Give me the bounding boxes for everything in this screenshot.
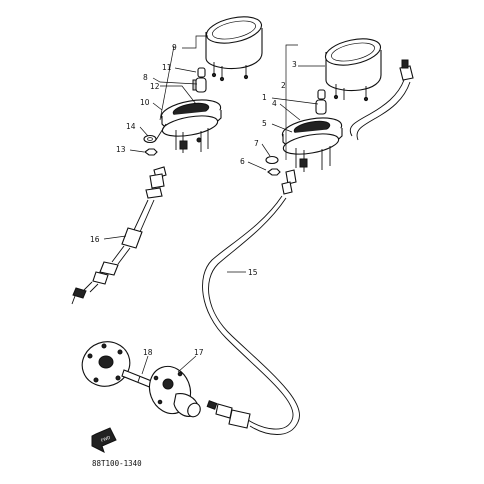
front-arrow-label: FWD — [100, 435, 111, 443]
callout-3: 3 — [292, 60, 297, 69]
right-gauge-assembly — [265, 38, 414, 195]
callout-18: 18 — [143, 348, 153, 357]
callout-17: 17 — [194, 348, 204, 357]
callout-6: 6 — [240, 157, 245, 166]
right-meter-bracket — [281, 117, 343, 172]
right-meter-body — [324, 38, 382, 102]
right-nut — [267, 168, 281, 176]
callout-4: 4 — [272, 99, 277, 108]
callout-16: 16 — [90, 235, 100, 244]
left-bulb-socket — [192, 67, 207, 93]
callout-9: 9 — [172, 43, 177, 52]
hub-drive-assembly — [81, 341, 201, 418]
callout-15: 15 — [248, 268, 258, 277]
right-sensor-hose — [349, 59, 414, 141]
callout-13: 13 — [116, 145, 126, 154]
speedometer-cable — [202, 195, 300, 435]
callout-8: 8 — [143, 73, 148, 82]
callout-14: 14 — [126, 122, 136, 131]
left-meter-body — [205, 16, 263, 82]
left-gauge-assembly — [71, 16, 263, 305]
callout-11: 11 — [162, 63, 172, 72]
left-nut — [144, 148, 158, 156]
callouts: 9 11 8 12 10 14 13 16 3 2 1 4 5 7 6 15 1… — [90, 43, 297, 357]
left-washer — [143, 134, 157, 144]
drive-plate — [81, 341, 131, 387]
callout-10: 10 — [140, 98, 150, 107]
front-direction-arrow: FWD — [91, 427, 117, 453]
callout-2: 2 — [281, 81, 286, 90]
right-washer — [265, 155, 279, 165]
leader-lines — [103, 35, 325, 375]
callout-12: 12 — [150, 82, 160, 91]
callout-5: 5 — [262, 119, 267, 128]
gear-unit — [148, 365, 201, 418]
drawing-code: 88T100-1340 — [92, 459, 142, 468]
right-bulb-socket — [315, 89, 327, 115]
left-meter-cable — [71, 166, 167, 305]
left-meter-bracket — [155, 99, 222, 153]
callout-1: 1 — [262, 93, 267, 102]
callout-7: 7 — [254, 139, 259, 148]
